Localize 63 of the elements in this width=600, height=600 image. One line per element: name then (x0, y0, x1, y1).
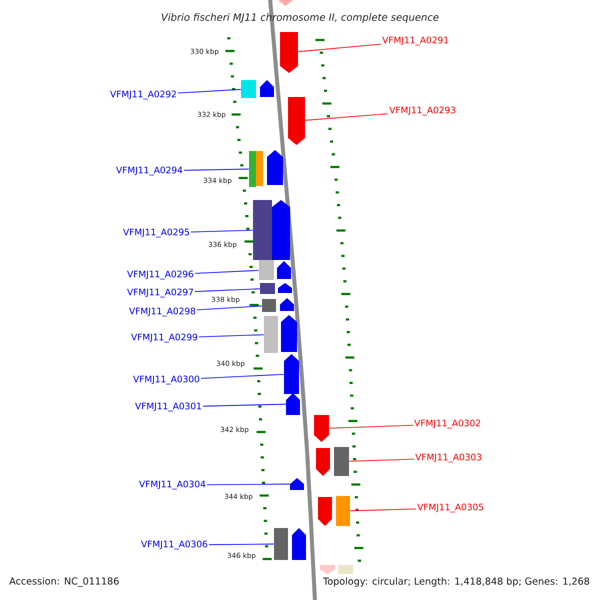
leader-line (190, 230, 254, 232)
gene-block (260, 80, 274, 97)
category-box (334, 447, 349, 476)
leader-line (348, 458, 414, 462)
leader-line (328, 424, 414, 429)
gene-block (292, 528, 306, 560)
leader-line (178, 89, 242, 94)
gene-block (278, 283, 292, 293)
gene-block (286, 393, 300, 415)
gene-block (318, 497, 332, 526)
gene-label: VFMJ11_A0299 (131, 334, 198, 342)
gene-block (320, 565, 335, 574)
gene-label: VFMJ11_A0295 (123, 228, 189, 238)
leader-line (350, 508, 416, 512)
gene-label: VFMJ11_A0293 (389, 106, 456, 116)
leader-line (184, 168, 250, 171)
category-box (253, 200, 272, 260)
gene-block (280, 298, 294, 311)
gene-block (288, 97, 305, 145)
leader-line (304, 113, 388, 121)
gene-block (280, 32, 298, 73)
gene-block (316, 448, 330, 476)
category-box (336, 496, 350, 526)
category-box (264, 316, 278, 353)
category-box (274, 528, 288, 560)
leader-line (196, 306, 262, 310)
title: Vibrio fischeri MJ11 chromosome II, complete sequence (162, 13, 439, 23)
gene-label: VFMJ11_A0304 (139, 480, 206, 490)
gene-label: VFMJ11_A0302 (414, 420, 480, 428)
gene-label: VFMJ11_A0300 (133, 376, 200, 384)
gene-block (281, 315, 297, 352)
category-box (241, 80, 256, 98)
gene-block (284, 354, 299, 394)
category-box (338, 565, 353, 574)
category-box (259, 260, 274, 280)
gene-label: VFMJ11_A0294 (116, 166, 182, 176)
gene-label: VFMJ11_A0291 (382, 36, 448, 46)
category-box (260, 283, 275, 294)
gene-block (277, 261, 291, 279)
gene-label: VFMJ11_A0306 (141, 540, 208, 550)
footer-text: Topology: circular; Length: 1,418,848 bp; Genes: 1,268 (322, 576, 591, 588)
gene-label: VFMJ11_A0292 (110, 90, 176, 100)
leader-line (206, 484, 290, 486)
gene-block (314, 415, 329, 442)
leader-line (202, 404, 286, 407)
gene-block (267, 150, 283, 185)
gene-label: VFMJ11_A0305 (417, 504, 484, 512)
leader-line (208, 544, 274, 546)
leader-line (298, 44, 382, 52)
gene-label: VFMJ11_A0298 (129, 308, 196, 316)
gene-label: VFMJ11_A0297 (127, 288, 194, 298)
gene-label: VFMJ11_A0301 (135, 402, 201, 412)
leader-line (200, 374, 284, 379)
category-box (262, 299, 276, 312)
leader-line (194, 288, 260, 292)
gene-label: VFMJ11_A0303 (415, 454, 482, 462)
category-box (249, 151, 256, 187)
gene-block (278, 0, 293, 6)
category-box (256, 151, 263, 186)
footer-text: Accession: NC_011186 (8, 576, 120, 588)
gene-block (290, 478, 304, 490)
leader-line (194, 270, 260, 274)
gene-label: VFMJ11_A0296 (127, 270, 194, 280)
